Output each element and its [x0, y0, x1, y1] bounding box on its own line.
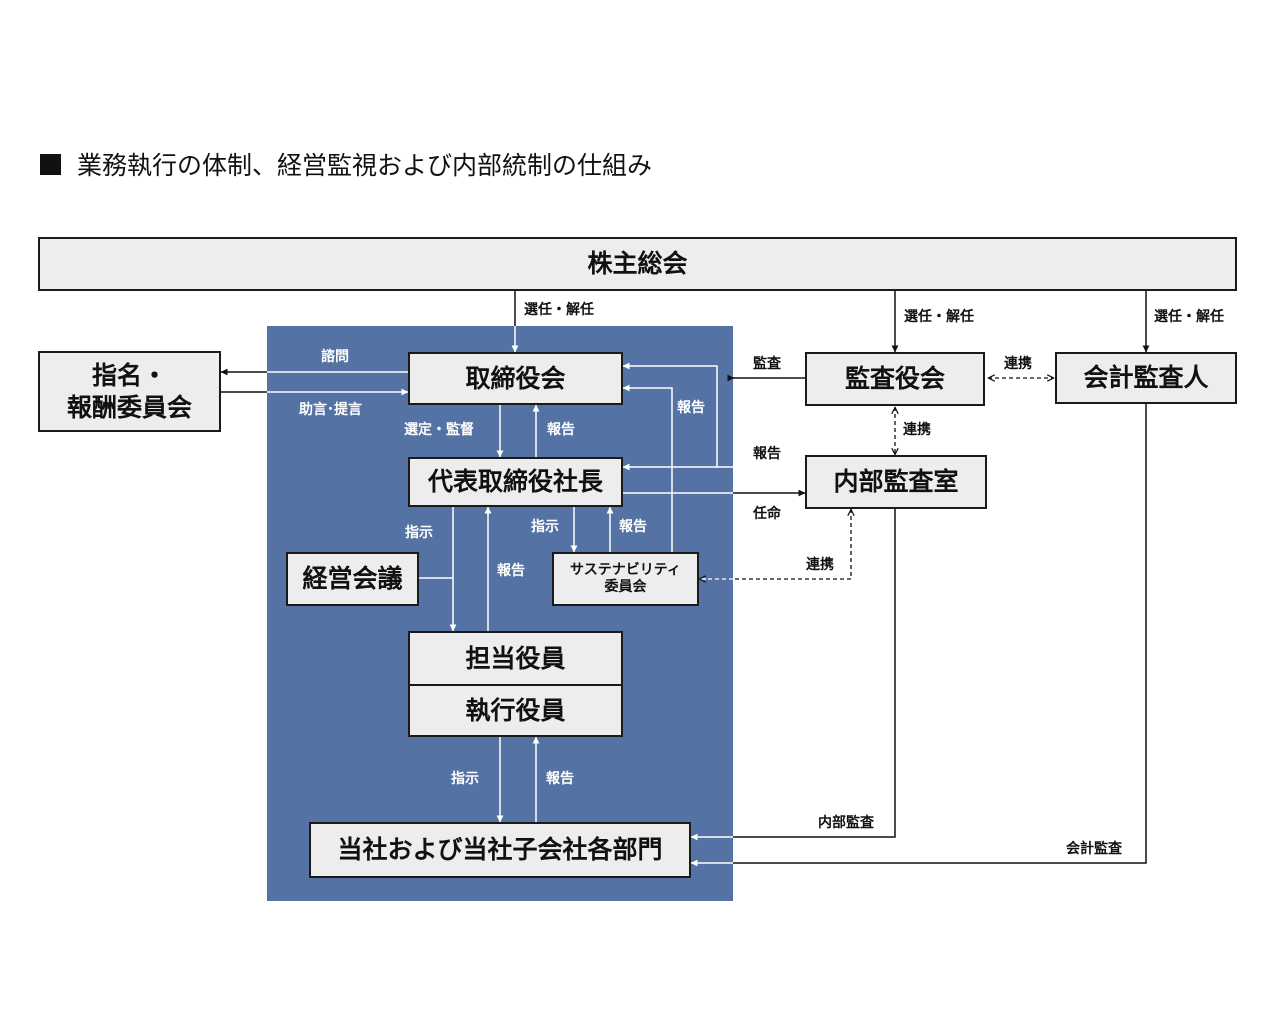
label-report-internal-pres: 報告	[753, 446, 781, 462]
label-elect-acct: 選任・解任	[1154, 309, 1224, 325]
president-label: 代表取締役社長	[427, 467, 603, 497]
nomination-label-2: 報酬委員会	[66, 392, 192, 422]
box-president: 代表取締役社長	[408, 457, 623, 507]
label-liaison-audit-acct: 連携	[1004, 356, 1032, 372]
label-instruct-pres-officer: 指示	[405, 525, 433, 541]
accounting-auditor-label: 会計監査人	[1083, 363, 1209, 393]
liaison-internal-sustain	[733, 509, 851, 580]
label-select-supervise: 選定・監督	[404, 422, 474, 438]
box-mgmt-meeting: 経営会議	[286, 552, 419, 606]
box-audit-board: 監査役会	[805, 352, 985, 406]
label-report-dept-officer: 報告	[546, 771, 574, 787]
exec-officer-label: 執行役員	[465, 695, 566, 725]
label-accounting-audit-arrow: 会計監査	[1066, 841, 1122, 857]
label-elect-board: 選任・解任	[524, 302, 594, 318]
label-appoint: 任命	[753, 506, 781, 522]
box-departments: 当社および当社子会社各部門	[309, 822, 691, 878]
label-internal-audit-arrow: 内部監査	[818, 815, 874, 831]
officer-in-charge-label: 担当役員	[465, 643, 566, 673]
label-advice: 助言･提言	[299, 402, 362, 418]
departments-label: 当社および当社子会社各部門	[337, 835, 663, 865]
title-text: 業務執行の体制、経営監視および内部統制の仕組み	[77, 151, 653, 180]
label-report-sustain-board: 報告	[677, 400, 705, 416]
box-board: 取締役会	[408, 352, 623, 405]
label-instruct-pres-sustain: 指示	[531, 519, 559, 535]
label-report-pres-board: 報告	[547, 422, 575, 438]
internal-audit-label: 内部監査室	[833, 467, 959, 497]
box-shareholders: 株主総会	[38, 237, 1237, 291]
box-accounting-auditor: 会計監査人	[1055, 352, 1237, 404]
arrow-internal-audit	[733, 509, 896, 838]
label-inquiry: 諮問	[321, 349, 349, 365]
shareholders-label: 株主総会	[587, 249, 688, 279]
box-exec-officer: 執行役員	[408, 684, 623, 737]
label-liaison-audit-internal: 連携	[903, 422, 931, 438]
sustainability-label-2: 委員会	[604, 579, 647, 595]
audit-board-label: 監査役会	[844, 364, 945, 394]
diagram-title: 業務執行の体制、経営監視および内部統制の仕組み	[40, 146, 652, 182]
box-sustainability-committee: サステナビリティ 委員会	[552, 552, 699, 606]
nomination-label-1: 指名・	[91, 361, 167, 391]
sustainability-label-1: サステナビリティ	[570, 561, 681, 578]
arrow-accounting-audit	[733, 404, 1147, 864]
arrow-report-sustain-board	[622, 384, 673, 553]
box-officer-in-charge: 担当役員	[408, 631, 623, 686]
label-liaison-internal-sustain: 連携	[806, 557, 834, 573]
mgmt-meeting-label: 経営会議	[302, 564, 403, 594]
box-nomination-committee: 指名・ 報酬委員会	[38, 351, 221, 432]
arrow-report-internal-board	[622, 362, 805, 468]
label-audit: 監査	[753, 356, 781, 372]
board-label: 取締役会	[465, 363, 566, 393]
box-internal-audit: 内部監査室	[805, 455, 987, 509]
label-report-sustain-pres: 報告	[619, 519, 647, 535]
label-instruct-officer-dept: 指示	[451, 771, 479, 787]
label-report-officer-pres: 報告	[497, 563, 525, 579]
label-elect-audit: 選任・解任	[904, 309, 974, 325]
title-square-icon	[40, 153, 61, 175]
